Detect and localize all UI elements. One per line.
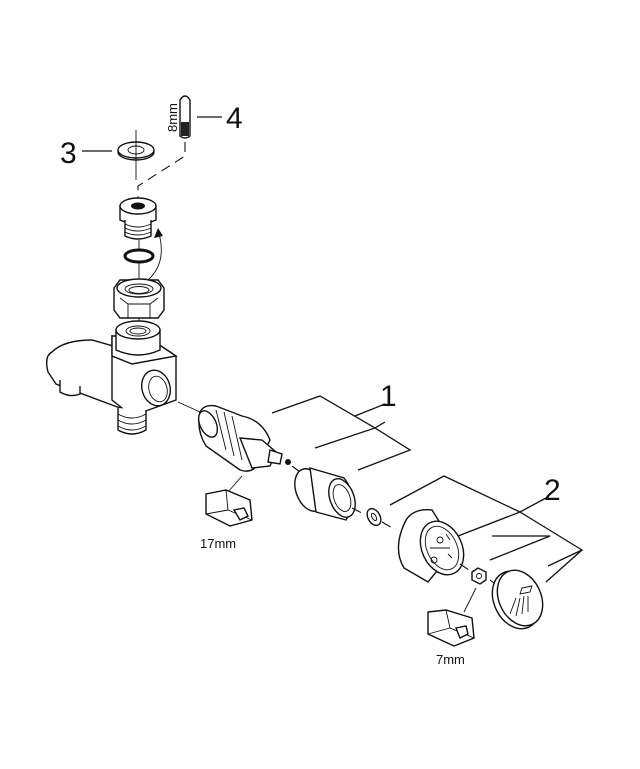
- wrench-17mm: 17mm: [200, 489, 253, 551]
- callout-2-label: 2: [544, 474, 561, 507]
- sleeve: [294, 467, 356, 521]
- wrench-17mm-label: 17mm: [200, 536, 236, 551]
- hex-key: 8mm: [165, 95, 191, 139]
- callout-4: 4: [197, 102, 243, 135]
- small-nut: [471, 567, 487, 585]
- cartridge: [197, 404, 291, 472]
- callout-2: 2: [389, 474, 584, 583]
- small-washer: [366, 507, 382, 527]
- callout-3-label: 3: [60, 137, 77, 170]
- callout-1: 1: [271, 380, 412, 471]
- hex-key-size-label: 8mm: [165, 103, 180, 132]
- shower-icon: [509, 585, 533, 617]
- callout-3: 3: [60, 137, 112, 170]
- o-ring: [123, 248, 155, 264]
- reducer-fitting: [119, 197, 157, 240]
- wrench-7mm-label: 7mm: [436, 652, 465, 667]
- wrench-7mm: 7mm: [427, 609, 475, 667]
- callout-1-label: 1: [380, 380, 397, 413]
- hex-nut: [113, 278, 165, 319]
- handle-cap: [491, 569, 544, 630]
- callout-4-label: 4: [226, 102, 243, 135]
- handle: [397, 509, 465, 583]
- valve-body: [45, 320, 178, 435]
